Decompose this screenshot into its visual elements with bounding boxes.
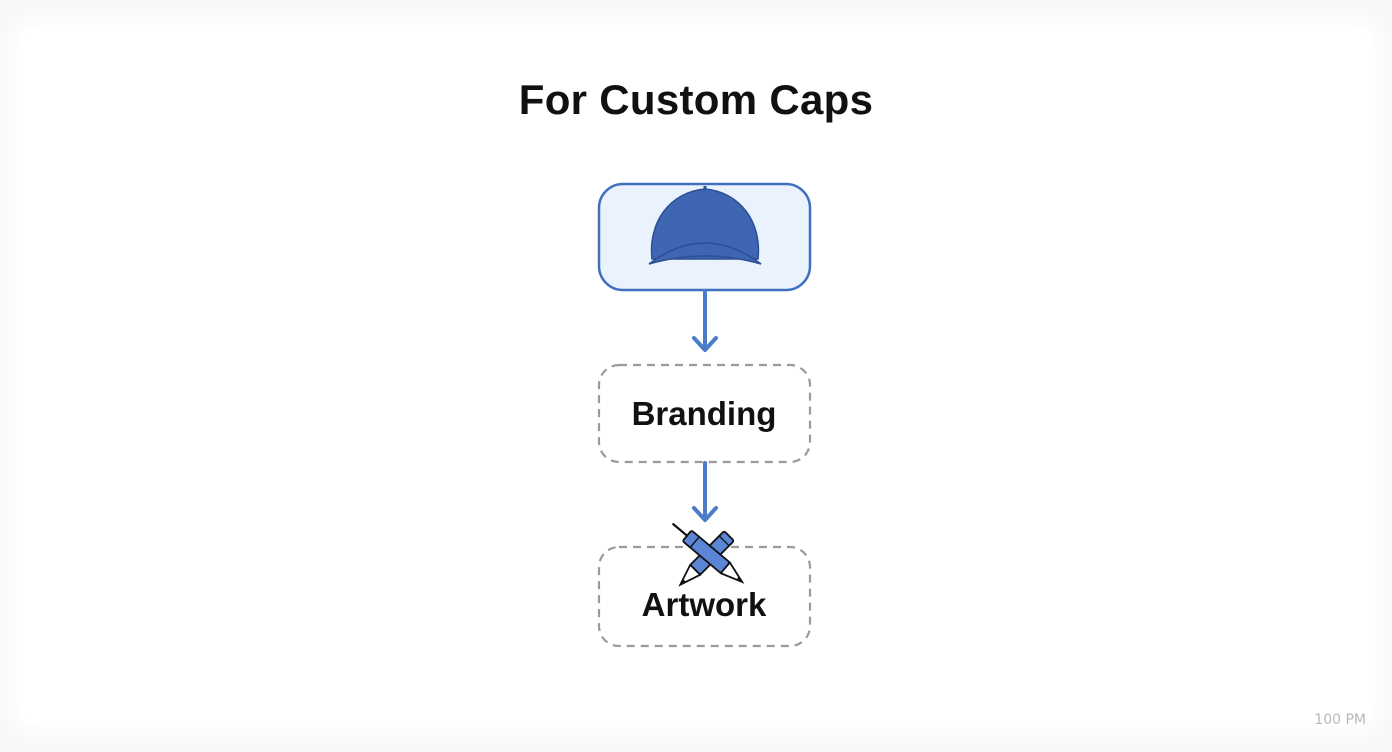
diagram-title: For Custom Caps [518, 76, 874, 123]
crossed-pencils-icon [672, 523, 745, 587]
timestamp: 100 PM [1314, 712, 1366, 728]
arrow-cap-to-branding [692, 289, 718, 352]
arrow-branding-to-artwork [692, 461, 718, 522]
branding-node [597, 363, 812, 464]
artwork-label: Artwork [641, 586, 767, 623]
cap-icon [648, 186, 762, 265]
branding-label: Branding [631, 395, 777, 432]
